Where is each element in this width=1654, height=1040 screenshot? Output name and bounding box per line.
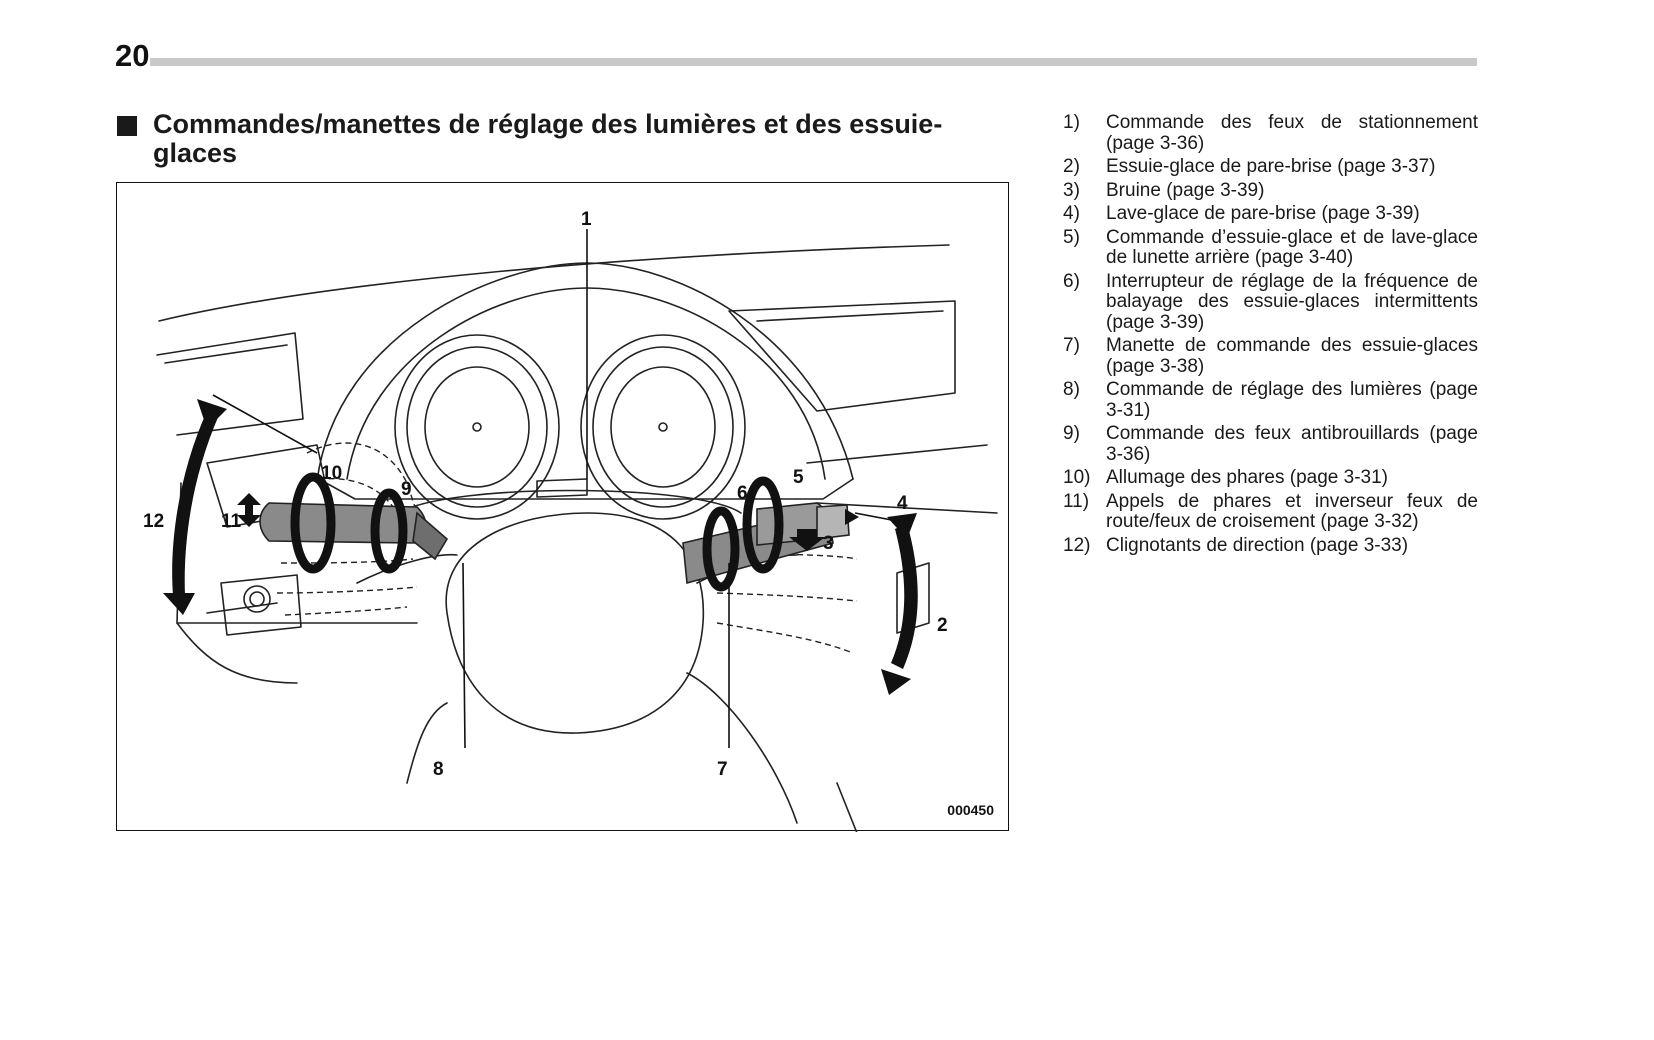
callout-4: 4: [897, 493, 908, 514]
legend-text: Commande de réglage des lumières (page 3…: [1106, 379, 1478, 421]
legend-text: Allumage des phares (page 3-31): [1106, 467, 1389, 488]
legend-number: 5): [1063, 226, 1080, 248]
legend-item: 1) Commande des feux de stationnement (pa…: [1063, 112, 1478, 154]
section-title: Commandes/manettes de réglage des lumièr…: [153, 109, 943, 168]
legend-number: 3): [1063, 179, 1080, 201]
legend-item: 10) Allumage des phares (page 3-31): [1063, 467, 1478, 489]
right-gauge-outer: [580, 334, 746, 520]
legend-number: 10): [1063, 467, 1091, 488]
legend-number: 1): [1063, 112, 1080, 133]
callout-8: 8: [433, 759, 444, 780]
left-gauge-outer: [394, 334, 560, 520]
legend-item: 2) Essuie-glace de pare-brise (page 3-37): [1063, 156, 1478, 178]
callout-7: 7: [717, 759, 728, 780]
section-heading: Commandes/manettes de réglage des lumièr…: [117, 110, 997, 168]
legend-item: 8) Commande de réglage des lumières (page…: [1063, 379, 1478, 421]
callout-5: 5: [793, 467, 804, 488]
legend-item: 12) Clignotants de direction (page 3-33): [1063, 534, 1478, 557]
legend-text: Commande des feux antibrouillards (page …: [1106, 423, 1478, 465]
legend-number: 9): [1063, 423, 1080, 444]
legend-text: Commande des feux de stationnement (page…: [1106, 112, 1478, 154]
callout-3: 3: [823, 533, 834, 554]
legend-list: 1) Commande des feux de stationnement (pa…: [1063, 112, 1478, 559]
steering-controls-figure: 1 2 3 4 5 6 7 8 9 10 11 12 000450: [116, 182, 1009, 832]
legend-item: 6) Interrupteur de réglage de la fréquenc…: [1063, 270, 1478, 334]
arrow-12: [172, 411, 219, 595]
dash-top-line: [158, 244, 950, 322]
arrow-11: [237, 493, 261, 527]
legend-text: Bruine (page 3-39): [1106, 179, 1265, 201]
legend-item: 4) Lave-glace de pare-brise (page 3-39): [1063, 203, 1478, 225]
ring-6: [702, 506, 740, 592]
ring-10: [290, 472, 336, 574]
callout-9: 9: [401, 479, 412, 500]
arrow-3: [789, 529, 825, 551]
legend-item: 3) Bruine (page 3-39): [1063, 179, 1478, 202]
arrow-2: [891, 523, 918, 669]
header-rule: [150, 58, 1477, 66]
callout-2: 2: [937, 615, 948, 636]
figure-code: 000450: [947, 802, 994, 818]
legend-text: Commande d’essuie-glace et de lave-glace…: [1106, 226, 1478, 268]
callout-11: 11: [221, 511, 242, 532]
callout-1: 1: [581, 209, 592, 230]
legend-number: 12): [1063, 534, 1091, 556]
page-number: 20: [115, 38, 150, 73]
callout-6: 6: [737, 483, 748, 504]
legend-text: Clignotants de direction (page 3-33): [1106, 534, 1409, 556]
dashboard-illustration: 1 2 3 4 5 6 7 8 9 10 11 12: [143, 209, 998, 832]
callout-12: 12: [143, 511, 164, 532]
left-vent: [156, 332, 304, 436]
ring-5: [742, 476, 784, 574]
legend-text: Essuie-glace de pare-brise (page 3-37): [1106, 156, 1436, 177]
legend-number: 8): [1063, 379, 1080, 400]
arrow-4: [845, 509, 859, 525]
legend-number: 6): [1063, 270, 1080, 292]
legend-text: Lave-glace de pare-brise (page 3-39): [1106, 203, 1420, 224]
legend-text: Interrupteur de réglage de la fréquence …: [1106, 270, 1478, 333]
legend-item: 5) Commande d’essuie-glace et de lave-gla…: [1063, 226, 1478, 269]
callout-10: 10: [321, 463, 342, 484]
square-bullet-icon: [117, 116, 137, 136]
legend-item: 9) Commande des feux antibrouillards (pag…: [1063, 423, 1478, 465]
legend-item: 7) Manette de commande des essuie-glaces …: [1063, 335, 1478, 377]
ring-9: [370, 488, 408, 574]
legend-number: 7): [1063, 335, 1080, 356]
legend-number: 11): [1063, 490, 1090, 512]
right-vent: [728, 300, 956, 412]
legend-item: 11) Appels de phares et inverseur feux de…: [1063, 490, 1478, 533]
legend-number: 4): [1063, 203, 1080, 224]
steering-airbag: [445, 512, 705, 734]
legend-number: 2): [1063, 156, 1080, 177]
legend-text: Manette de commande des essuie-glaces (p…: [1106, 335, 1478, 377]
legend-text: Appels de phares et inverseur feux de ro…: [1106, 490, 1478, 532]
